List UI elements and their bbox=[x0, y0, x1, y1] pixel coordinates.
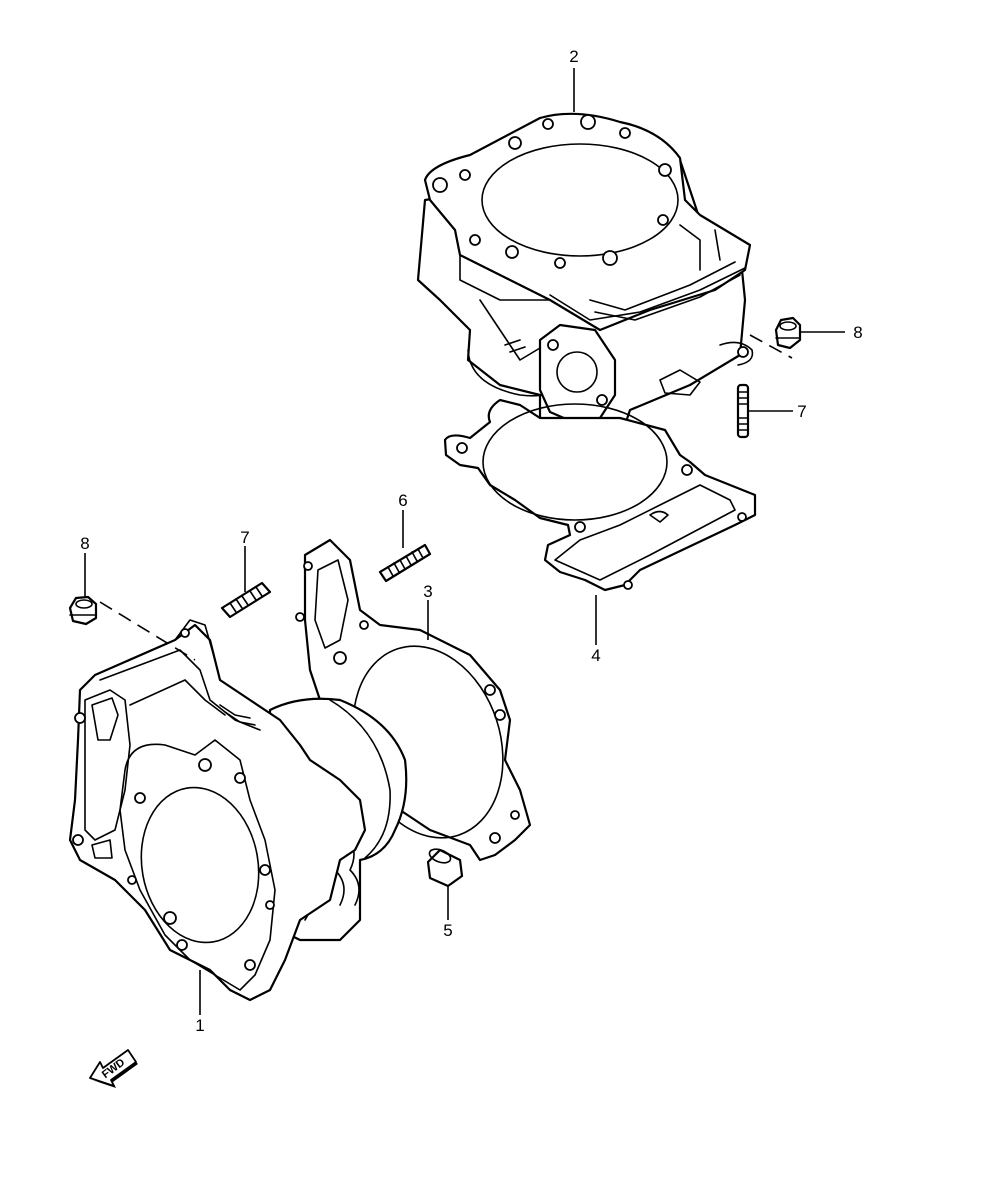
callout-3: 3 bbox=[423, 582, 432, 601]
dowel-pin bbox=[426, 848, 464, 888]
upper-cylinder-block bbox=[416, 112, 754, 442]
fwd-arrow-icon: FWD bbox=[89, 1049, 138, 1088]
lower-cylinder-gasket bbox=[295, 538, 532, 862]
callout-8-upper: 8 bbox=[853, 323, 862, 342]
callout-7-upper: 7 bbox=[797, 402, 806, 421]
upper-cylinder-gasket bbox=[443, 398, 757, 592]
stud-bolt-6 bbox=[378, 543, 432, 583]
alignment-line-upper bbox=[749, 334, 793, 359]
callout-6: 6 bbox=[398, 491, 407, 510]
callout-2: 2 bbox=[569, 47, 578, 66]
callout-5: 5 bbox=[443, 921, 452, 940]
flange-nut-upper bbox=[774, 316, 802, 350]
callout-4: 4 bbox=[591, 646, 600, 665]
stud-bolt-upper bbox=[736, 383, 750, 439]
callout-7-lower: 7 bbox=[240, 528, 249, 547]
callout-8-lower: 8 bbox=[80, 534, 89, 553]
stud-bolt-lower bbox=[220, 581, 272, 619]
alignment-line-lower bbox=[99, 601, 196, 661]
flange-nut-lower bbox=[68, 595, 98, 626]
callout-1: 1 bbox=[195, 1016, 204, 1035]
lower-cylinder-block bbox=[68, 619, 408, 1002]
